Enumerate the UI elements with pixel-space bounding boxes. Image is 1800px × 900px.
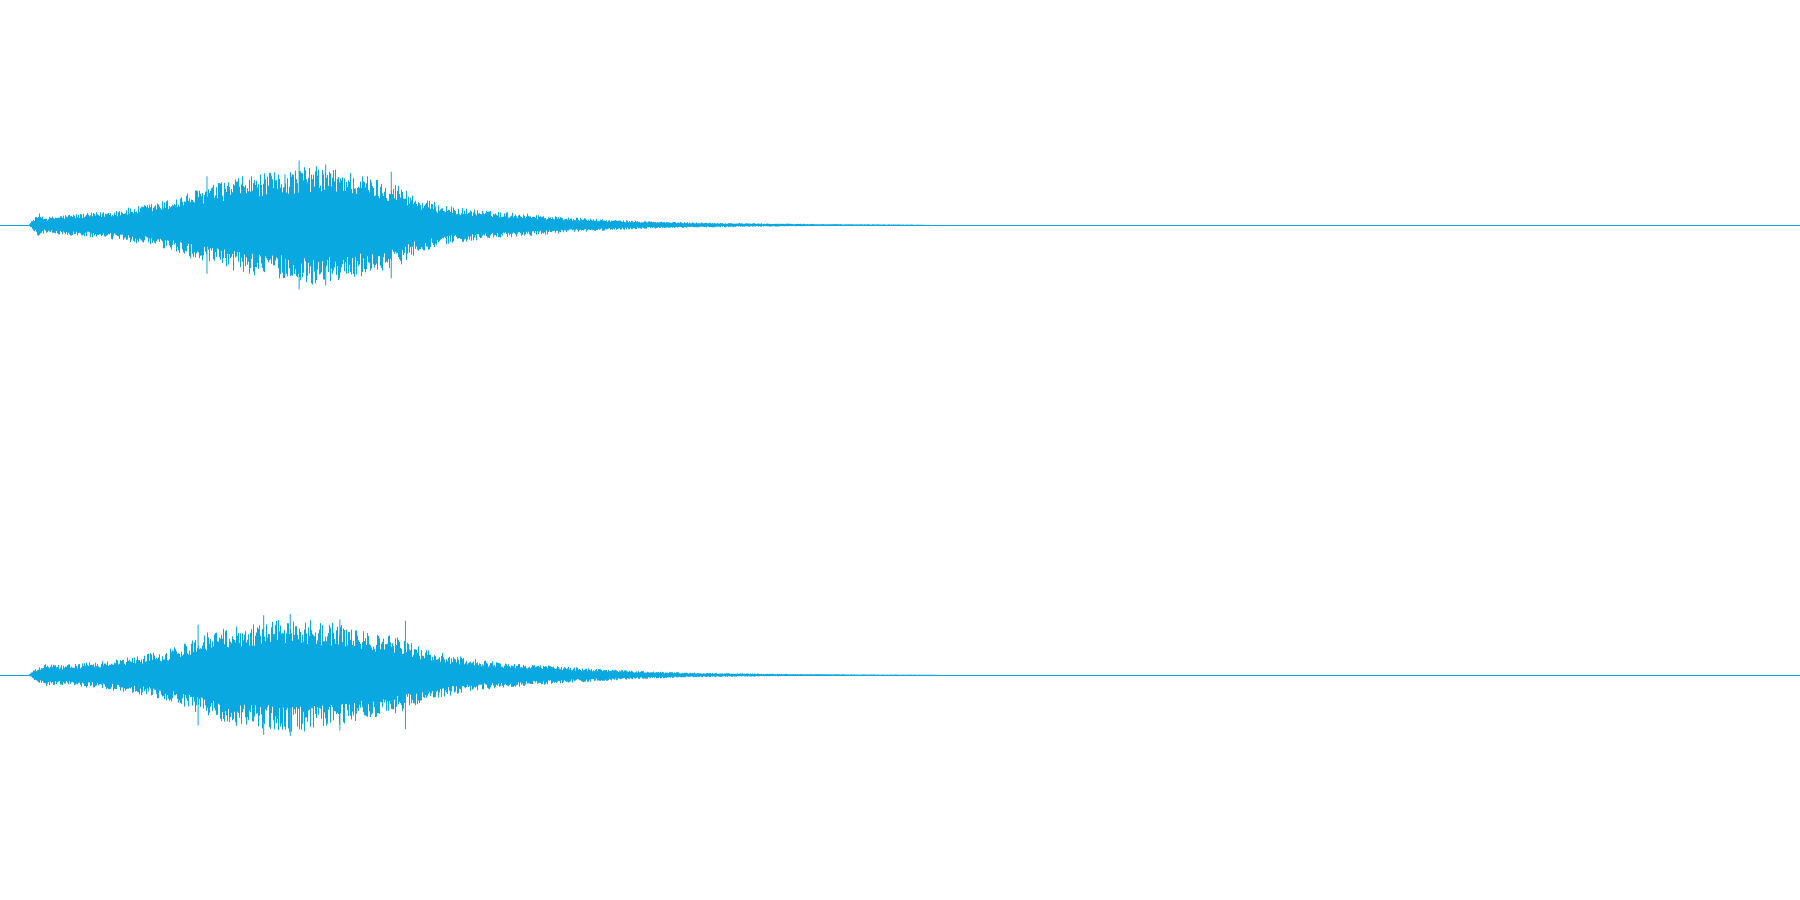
channel-1-signal: [29, 166, 930, 285]
channel-2-signal: [29, 620, 940, 732]
channel-2-waveform: [0, 613, 1800, 737]
channel-1-waveform: [0, 160, 1800, 290]
